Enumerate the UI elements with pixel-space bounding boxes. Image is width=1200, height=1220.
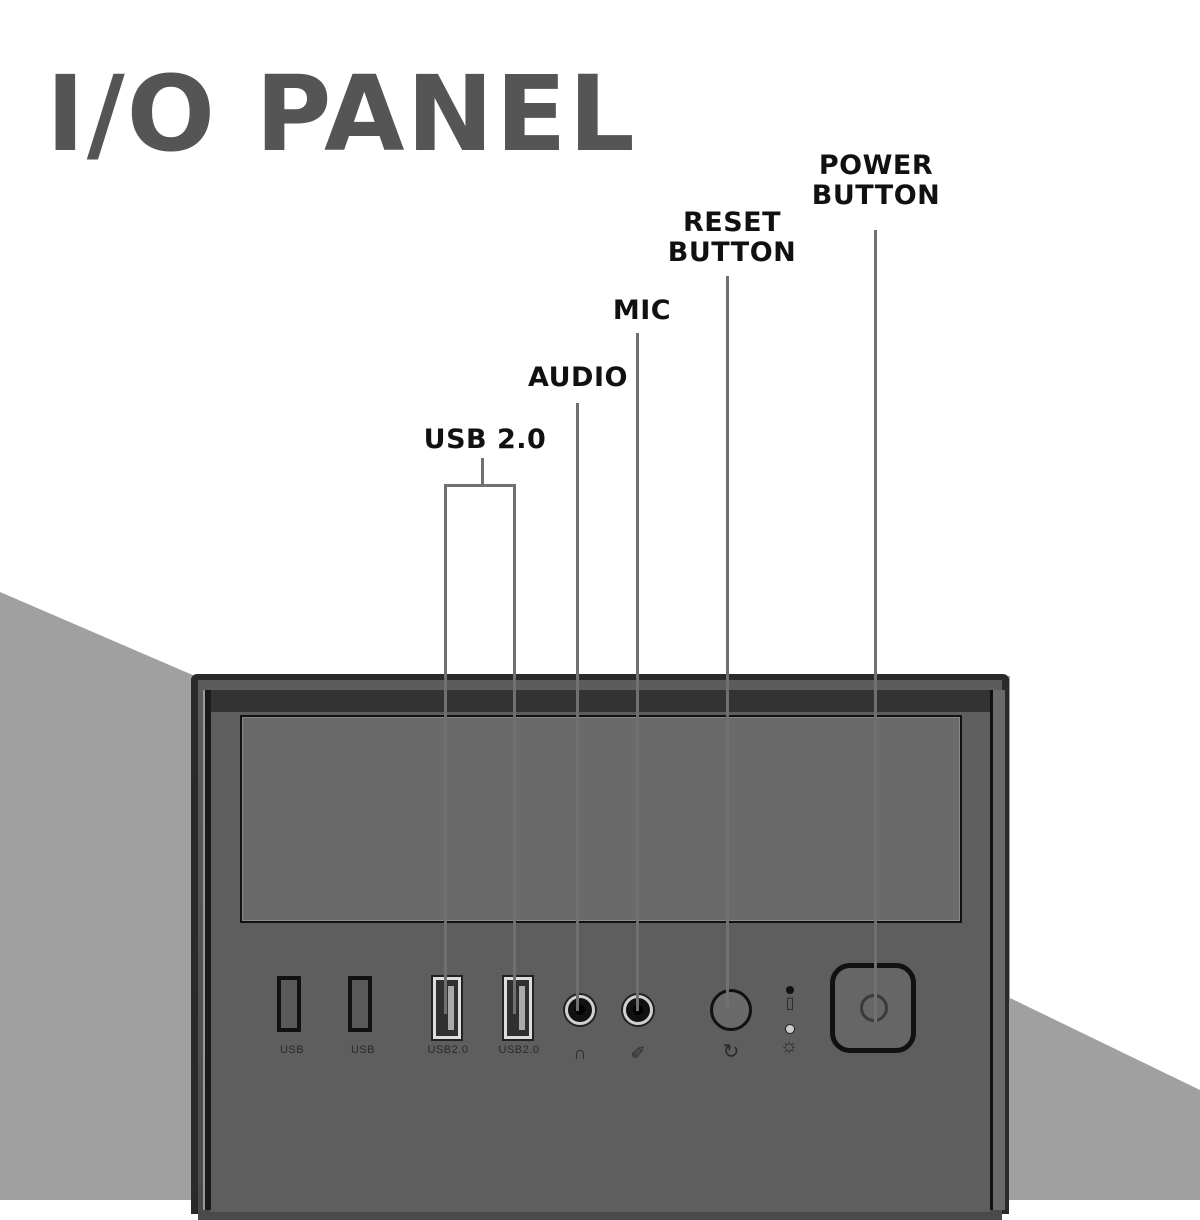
callout-mic: MIC <box>612 295 672 326</box>
callout-reset-line1: RESET <box>682 207 782 238</box>
callout-power-line1: POWER <box>818 150 934 181</box>
callout-line-usb2-stem <box>481 458 484 486</box>
callout-line-usb2-left <box>444 484 447 1014</box>
callout-reset: RESET BUTTON <box>660 208 804 268</box>
callout-line-usb2-right <box>513 484 516 1014</box>
callout-audio: AUDIO <box>528 362 628 393</box>
case-right-edge <box>990 690 1005 1210</box>
usb2-port-2[interactable] <box>502 975 534 1041</box>
callout-line-reset <box>726 276 729 1008</box>
page-title: I/O PANEL <box>46 53 637 175</box>
usb-port-1-label: USB <box>279 1044 305 1056</box>
power-button[interactable] <box>830 963 916 1053</box>
microphone-icon: ✐ <box>630 1043 646 1063</box>
callout-usb2: USB 2.0 <box>423 424 547 455</box>
callout-line-audio <box>576 403 579 1011</box>
usb-port-2-label: USB <box>350 1044 376 1056</box>
hdd-led <box>786 986 794 994</box>
case-left-edge <box>203 690 211 1210</box>
usb2-port-1[interactable] <box>431 975 463 1041</box>
reset-icon: ↻ <box>722 1041 740 1063</box>
reset-button[interactable] <box>710 989 752 1031</box>
usb-tongue <box>448 986 454 1030</box>
usb-tongue <box>519 986 525 1030</box>
jack-hole <box>575 1005 585 1015</box>
power-led-icon: ☼ <box>779 1035 799 1057</box>
power-led <box>785 1024 795 1034</box>
hdd-led-icon: ▯ <box>785 995 795 1012</box>
callout-line-mic <box>636 333 639 1011</box>
callout-line-power <box>874 230 877 1022</box>
callout-reset-line2: BUTTON <box>667 237 797 268</box>
callout-power: POWER BUTTON <box>804 151 948 211</box>
headphone-icon: ∩ <box>573 1043 587 1063</box>
callout-power-line2: BUTTON <box>811 180 941 211</box>
callout-line-usb2-bar <box>444 484 516 487</box>
usb-port-1[interactable] <box>277 976 301 1032</box>
usb-port-2[interactable] <box>348 976 372 1032</box>
case-top-lip <box>210 690 990 714</box>
usb2-port-1-label: USB2.0 <box>427 1044 469 1056</box>
usb2-port-2-label: USB2.0 <box>498 1044 540 1056</box>
drive-bay-cover <box>240 715 962 923</box>
audio-jack[interactable] <box>565 995 595 1025</box>
